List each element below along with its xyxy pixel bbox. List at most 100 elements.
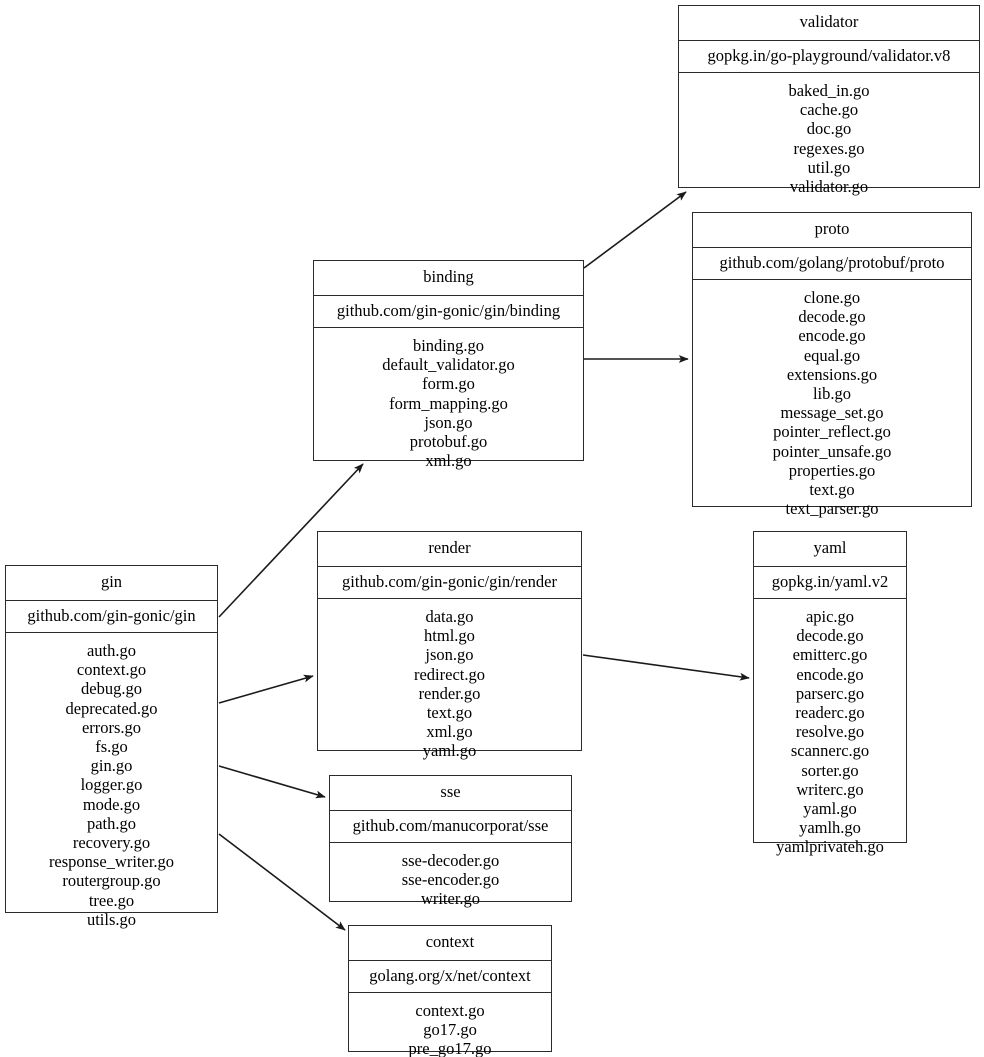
package-name: binding — [314, 261, 583, 296]
package-file: scannerc.go — [790, 741, 870, 761]
arrow-gin-to-render — [218, 674, 314, 704]
package-name: context — [349, 926, 551, 961]
package-file: logger.go — [80, 775, 143, 795]
package-file: auth.go — [86, 641, 137, 660]
package-file: extensions.go — [786, 364, 878, 384]
package-import-path: github.com/gin-gonic/gin — [6, 601, 217, 633]
package-file: parserc.go — [795, 683, 865, 703]
package-import-path: golang.org/x/net/context — [349, 961, 551, 993]
package-import-path: gopkg.in/go-playground/validator.v8 — [679, 41, 979, 73]
package-name: proto — [693, 213, 971, 248]
package-file: decode.go — [798, 307, 866, 327]
package-file: response_writer.go — [48, 852, 175, 872]
package-file: baked_in.go — [788, 81, 870, 100]
package-file: yamlh.go — [799, 818, 861, 838]
package-file: text.go — [809, 480, 855, 500]
package-file: gin.go — [90, 756, 133, 776]
package-file: context.go — [76, 660, 147, 680]
package-file: routergroup.go — [62, 871, 161, 891]
package-file: readerc.go — [795, 703, 865, 723]
package-file: path.go — [86, 813, 137, 833]
package-file: protobuf.go — [409, 432, 488, 452]
package-file: sse-encoder.go — [401, 870, 500, 890]
package-file: equal.go — [803, 345, 861, 365]
package-name: gin — [6, 566, 217, 601]
package-file: regexes.go — [793, 138, 865, 158]
package-file: json.go — [425, 645, 474, 665]
package-file: recovery.go — [72, 833, 151, 853]
package-file: yaml.go — [803, 799, 857, 819]
package-file: writer.go — [420, 889, 481, 909]
package-file: yamlprivateh.go — [776, 837, 884, 857]
package-import-path: github.com/gin-gonic/gin/render — [318, 567, 581, 599]
package-file: yaml.go — [422, 741, 477, 761]
package-file: debug.go — [81, 679, 142, 699]
package-file: deprecated.go — [65, 698, 158, 718]
arrow-gin-to-sse — [218, 765, 326, 799]
package-file: render.go — [418, 683, 481, 703]
package-file: lib.go — [812, 384, 852, 404]
package-file: binding.go — [412, 336, 485, 355]
package-file: sorter.go — [801, 760, 859, 780]
package-file: json.go — [424, 412, 473, 432]
package-file: xml.go — [426, 722, 473, 742]
arrow-render-to-yaml — [582, 654, 750, 681]
package-file: text.go — [426, 703, 473, 723]
package-file: context.go — [415, 1001, 485, 1020]
package-file: form_mapping.go — [389, 393, 508, 413]
package-file: emitterc.go — [792, 645, 868, 665]
package-file: message_set.go — [780, 403, 884, 423]
package-file: properties.go — [788, 460, 876, 480]
package-file: sse-decoder.go — [401, 851, 500, 870]
package-file: resolve.go — [795, 722, 865, 742]
package-name: render — [318, 532, 581, 567]
package-file: fs.go — [95, 737, 128, 757]
package-file: errors.go — [81, 717, 142, 737]
package-file: cache.go — [799, 100, 859, 120]
package-file: utils.go — [86, 909, 137, 929]
package-file: go17.go — [423, 1020, 477, 1040]
package-file: decode.go — [796, 626, 864, 646]
package-file: text_parser.go — [785, 499, 879, 519]
package-file: util.go — [807, 157, 851, 177]
package-file: encode.go — [798, 326, 866, 346]
package-import-path: github.com/golang/protobuf/proto — [693, 248, 971, 280]
package-file: tree.go — [88, 890, 135, 910]
package-file: validator.go — [789, 177, 869, 197]
package-file: mode.go — [82, 794, 141, 814]
package-file: apic.go — [805, 607, 855, 626]
package-import-path: gopkg.in/yaml.v2 — [754, 567, 906, 599]
package-file: pointer_unsafe.go — [772, 441, 892, 461]
package-file: html.go — [424, 626, 475, 646]
package-name: validator — [679, 6, 979, 41]
package-import-path: github.com/gin-gonic/gin/binding — [314, 296, 583, 328]
package-file: default_validator.go — [382, 355, 515, 375]
arrow-gin-to-context — [218, 833, 346, 931]
package-file: form.go — [422, 374, 475, 394]
package-file: pointer_reflect.go — [773, 422, 891, 442]
package-file: xml.go — [425, 451, 472, 471]
package-file: writerc.go — [796, 779, 864, 799]
package-file: clone.go — [803, 288, 861, 307]
package-name: sse — [330, 776, 571, 811]
package-file: pre_go17.go — [408, 1039, 492, 1057]
package-name: yaml — [754, 532, 906, 567]
package-file: encode.go — [796, 664, 864, 684]
